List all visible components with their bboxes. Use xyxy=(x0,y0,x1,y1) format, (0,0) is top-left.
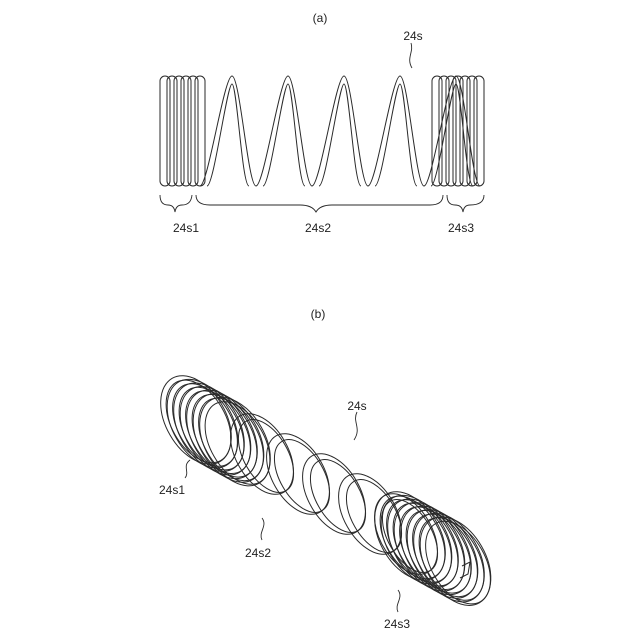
figure-b: (b) 24s 24s1 24s2 24s3 xyxy=(146,307,505,631)
middle-section-label-a: 24s2 xyxy=(305,221,331,235)
middle-coil-inner xyxy=(263,84,305,186)
end-section-right-brace xyxy=(447,195,484,212)
middle-coil-b xyxy=(326,463,415,565)
middle-coil-b-inner xyxy=(227,410,305,501)
middle-coil-b xyxy=(218,403,307,505)
middle-coil-inner xyxy=(319,84,361,186)
spring-label-b: 24s xyxy=(347,399,366,413)
wire-end-tail xyxy=(460,562,470,578)
spring-leader-line-b xyxy=(354,412,357,440)
end-coil-right xyxy=(474,76,484,186)
middle-coil xyxy=(368,76,424,186)
end-coil-left xyxy=(174,76,184,186)
end-section-right-label-a: 24s3 xyxy=(448,221,474,235)
end-coil-right xyxy=(446,76,456,186)
figure-a-caption: (a) xyxy=(313,11,328,25)
middle-coil-b-inner xyxy=(299,450,377,541)
middle-coil-b xyxy=(290,443,379,545)
end-section-left-label-b: 24s1 xyxy=(159,483,185,497)
end-coil-left xyxy=(188,76,198,186)
end-coil-left xyxy=(160,76,170,186)
middle-section-label-b: 24s2 xyxy=(245,546,271,560)
middle-coil-b-inner xyxy=(263,430,341,521)
figure-a: (a) 24s 24s1 24s2 24s3 xyxy=(160,11,484,235)
spring-perspective-view xyxy=(146,363,505,617)
spring-label-a: 24s xyxy=(403,29,422,43)
spring-leader-line xyxy=(410,43,412,68)
end-coil-left xyxy=(167,76,177,186)
end-section-left-leader xyxy=(185,460,190,478)
end-section-right-leader xyxy=(397,590,400,612)
end-coil-left xyxy=(181,76,191,186)
middle-section-brace xyxy=(196,195,443,212)
figure-b-caption: (b) xyxy=(311,307,326,321)
middle-coil xyxy=(256,76,312,186)
middle-coil-inner xyxy=(375,84,417,186)
end-section-left-brace xyxy=(160,195,192,212)
middle-coil-inner xyxy=(207,84,249,186)
middle-section-leader xyxy=(261,518,264,540)
middle-coil xyxy=(312,76,368,186)
spring-side-view xyxy=(160,76,484,186)
middle-coil-b-inner xyxy=(335,470,413,561)
end-section-left-label-a: 24s1 xyxy=(173,221,199,235)
middle-coil xyxy=(200,76,256,186)
end-coil-left xyxy=(195,76,205,186)
end-section-right-label-b: 24s3 xyxy=(384,617,410,631)
